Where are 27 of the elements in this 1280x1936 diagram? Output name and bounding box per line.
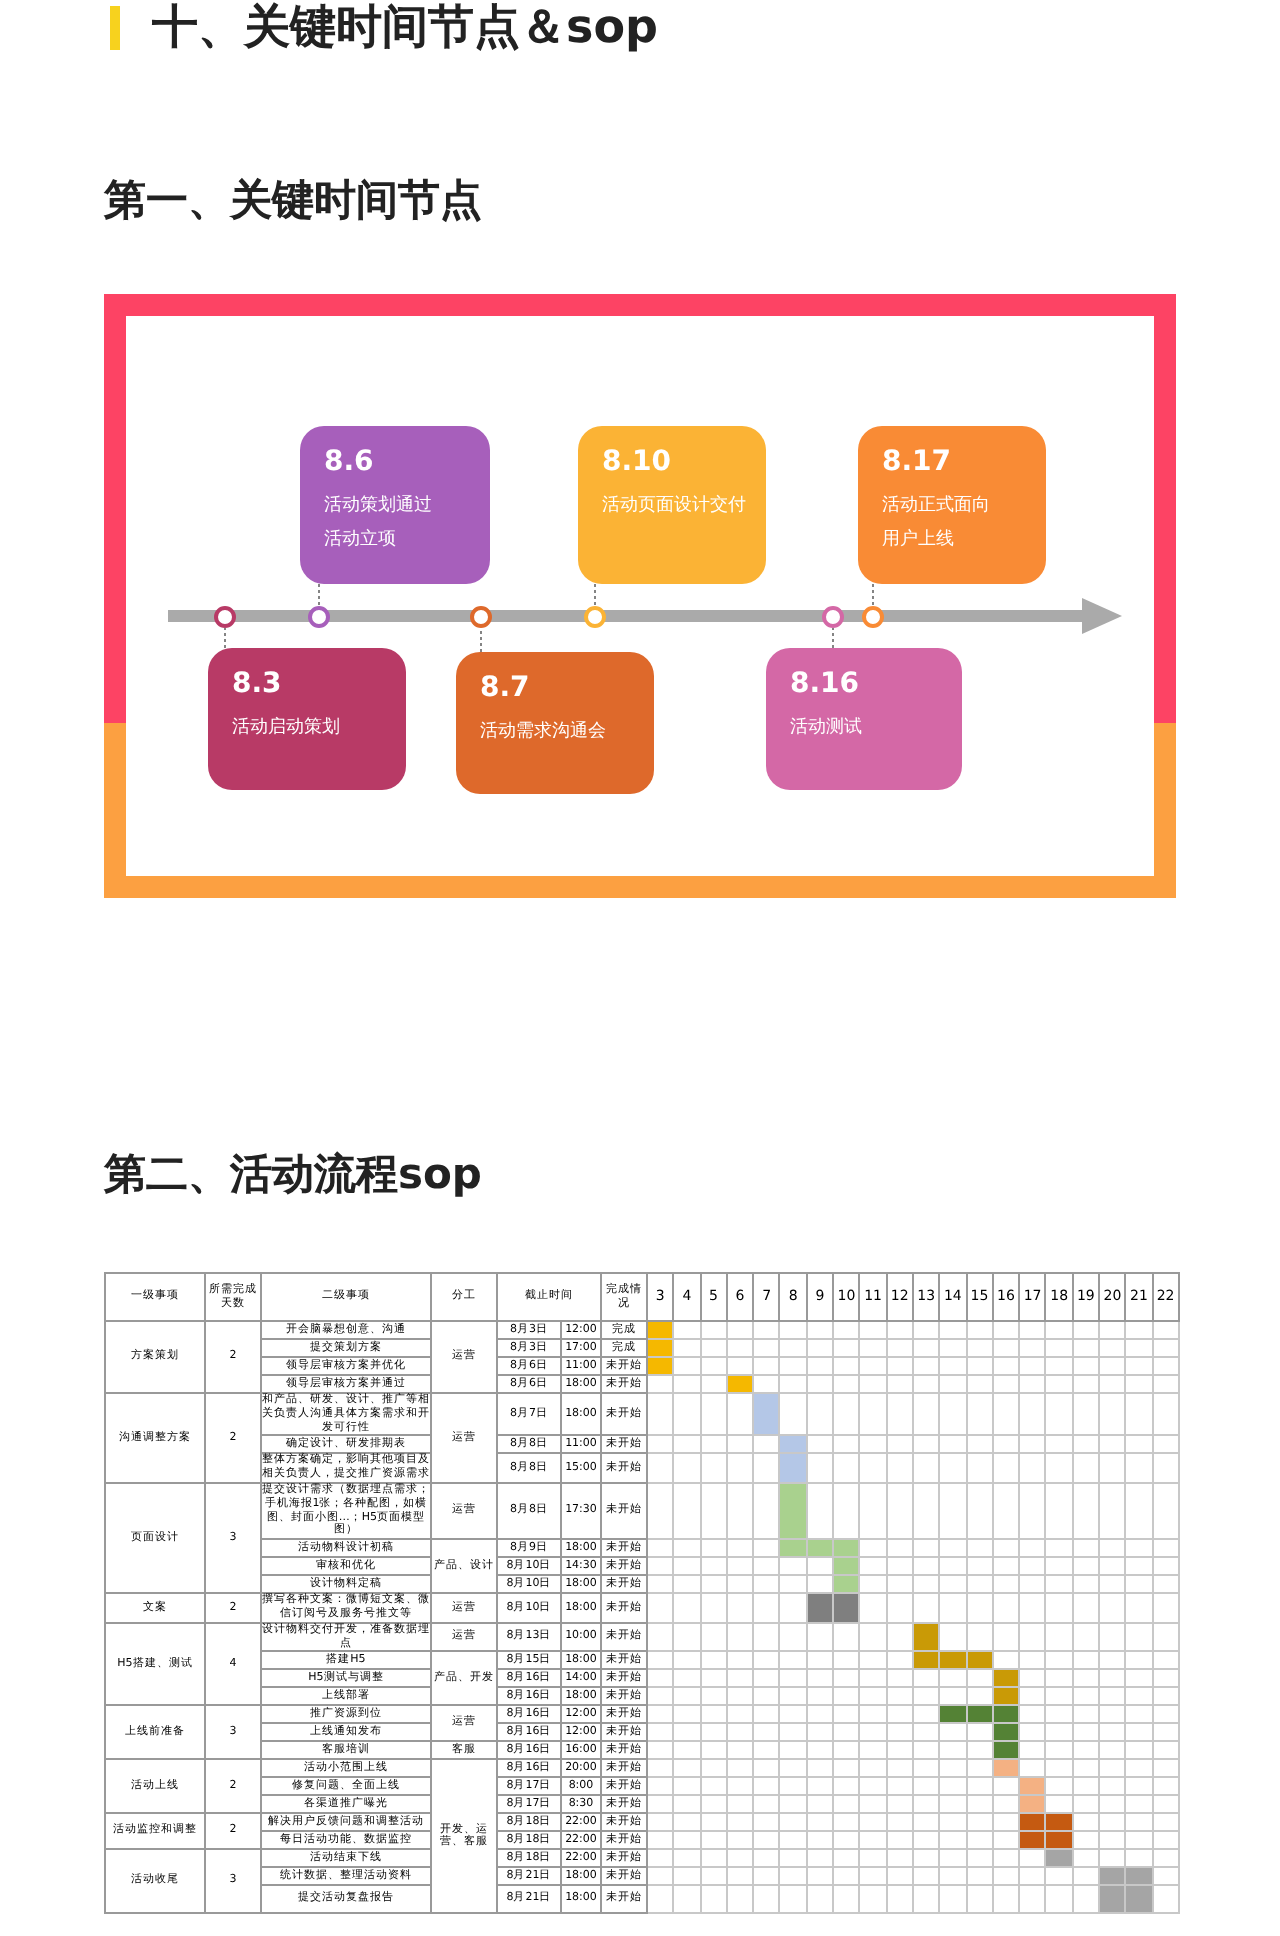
page-title: 十、关键时间节点＆sop <box>152 0 658 58</box>
leader-line <box>318 583 320 607</box>
leader-line <box>224 627 226 649</box>
date-label: 8.6 <box>324 446 376 478</box>
section-heading: 第一、关键时间节点 <box>104 174 482 228</box>
date-label: 8.7 <box>480 672 532 704</box>
date-label: 8.17 <box>882 446 954 478</box>
milestone-text: 活动页面设计交付 <box>602 493 748 520</box>
date-label: 8.16 <box>790 668 862 700</box>
milestone-text: 活动需求沟通会 <box>480 719 608 746</box>
milestone-card <box>208 648 406 790</box>
milestone-card <box>858 426 1046 584</box>
leader-line <box>480 627 482 653</box>
milestone-card <box>578 426 766 584</box>
leader-line <box>872 583 874 607</box>
milestone-text: 活动启动策划 <box>232 715 342 742</box>
section-heading: 第二、活动流程sop <box>104 1148 482 1202</box>
milestone-card <box>766 648 962 790</box>
milestone-card <box>456 652 654 794</box>
milestone-text: 活动策划通过活动立项 <box>324 493 434 554</box>
leader-line <box>594 583 596 607</box>
date-label: 8.10 <box>602 446 674 478</box>
milestone-text: 活动正式面向用户上线 <box>882 493 992 554</box>
date-label: 8.3 <box>232 668 284 700</box>
milestone-card <box>300 426 490 584</box>
leader-line <box>832 627 834 649</box>
milestone-text: 活动测试 <box>790 715 864 742</box>
